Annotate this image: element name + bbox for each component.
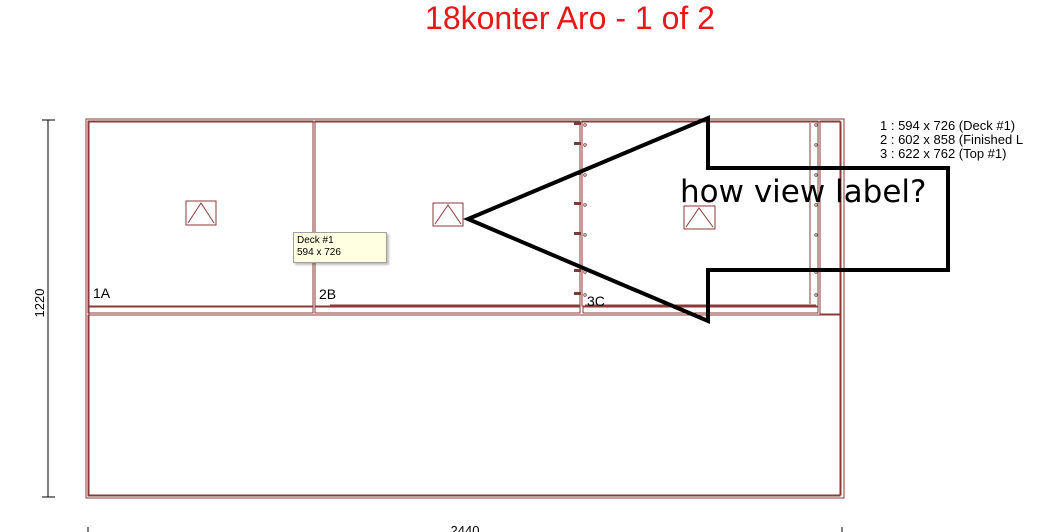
parts-list: 1 : 594 x 726 (Deck #1) 2 : 602 x 858 (F… [880, 119, 1023, 161]
height-dimension: 1220 [32, 119, 55, 498]
strip-separators [87, 304, 819, 314]
width-dimension: 2440 [87, 523, 843, 532]
grain-direction-icon [432, 202, 464, 227]
panel-label-3c: 3C [587, 293, 605, 309]
offcut-panel [87, 314, 841, 497]
page-title: 18konter Aro - 1 of 2 [425, 0, 715, 36]
grain-direction-icon [683, 205, 716, 230]
annotation-arrow: how view label? [462, 114, 950, 325]
sheet-outline [85, 118, 845, 499]
part-tooltip: Deck #1 594 x 726 [293, 232, 387, 263]
panel-label-1a: 1A [93, 285, 111, 301]
tooltip-part-name: Deck #1 [297, 235, 334, 246]
annotation-text: how view label? [680, 174, 927, 210]
tooltip-part-size: 594 x 726 [297, 247, 341, 258]
panel-label-2b: 2B [319, 286, 336, 302]
parts-list-item: 1 : 594 x 726 (Deck #1) [880, 118, 1016, 133]
width-dimension-label: 2440 [451, 523, 480, 532]
parts-list-item: 2 : 602 x 858 (Finished L [880, 132, 1024, 147]
height-dimension-label: 1220 [32, 289, 47, 318]
panel-1a[interactable]: 1A [87, 120, 314, 307]
grain-direction-icon [185, 200, 217, 226]
panel-2b[interactable]: 2B [314, 120, 581, 307]
drill-hole-markers [583, 123, 818, 297]
parts-list-item: 3 : 622 x 762 (Top #1) [880, 146, 1007, 161]
